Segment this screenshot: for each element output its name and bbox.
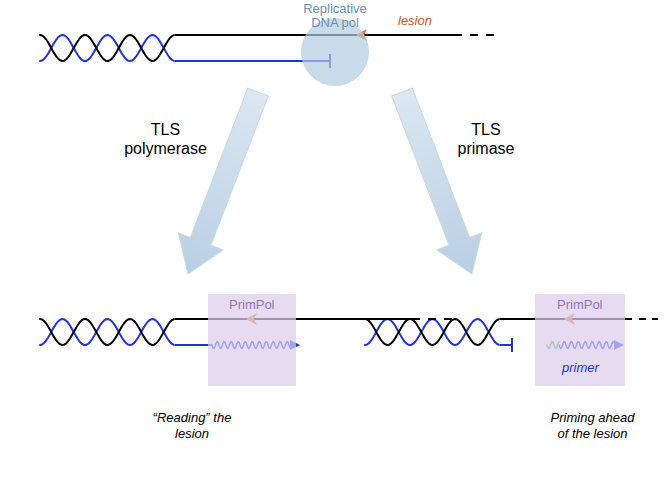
strand-dash xyxy=(652,318,658,320)
pathway-label: TLS primase xyxy=(446,120,526,158)
node-title: Replicative DNA pol xyxy=(290,2,380,30)
nascent-strand xyxy=(175,344,212,346)
pathway-arrow xyxy=(380,83,495,282)
enzyme-box: PrimPol xyxy=(208,294,296,386)
strand-dash xyxy=(428,318,436,320)
node-title: PrimPol xyxy=(557,297,603,312)
strand-dash xyxy=(444,318,452,320)
lesion-label: lesion xyxy=(398,13,432,29)
dna-helix-strand xyxy=(40,35,174,61)
dna-helix-strand xyxy=(40,319,174,345)
dna-helix-strand xyxy=(365,319,499,345)
node-title: PrimPol xyxy=(229,297,275,312)
dna-helix-strand xyxy=(365,319,499,345)
nascent-strand xyxy=(500,344,512,346)
caption-label: Priming ahead of the lesion xyxy=(545,410,640,442)
strand-end xyxy=(511,338,513,352)
dna-helix-strand xyxy=(40,35,174,61)
enzyme-box: PrimPol primer xyxy=(535,294,625,386)
strand-dash xyxy=(470,34,478,36)
pathway-label: TLS polymerase xyxy=(118,120,213,158)
strand-dash xyxy=(486,34,494,36)
caption-label: “Reading” the lesion xyxy=(152,410,232,442)
polymerase-circle: Replicative DNA pol xyxy=(285,0,385,90)
dna-helix-strand xyxy=(40,319,174,345)
strand-dash xyxy=(639,318,646,320)
pathway-arrow xyxy=(166,83,281,282)
node-note: primer xyxy=(562,360,599,375)
